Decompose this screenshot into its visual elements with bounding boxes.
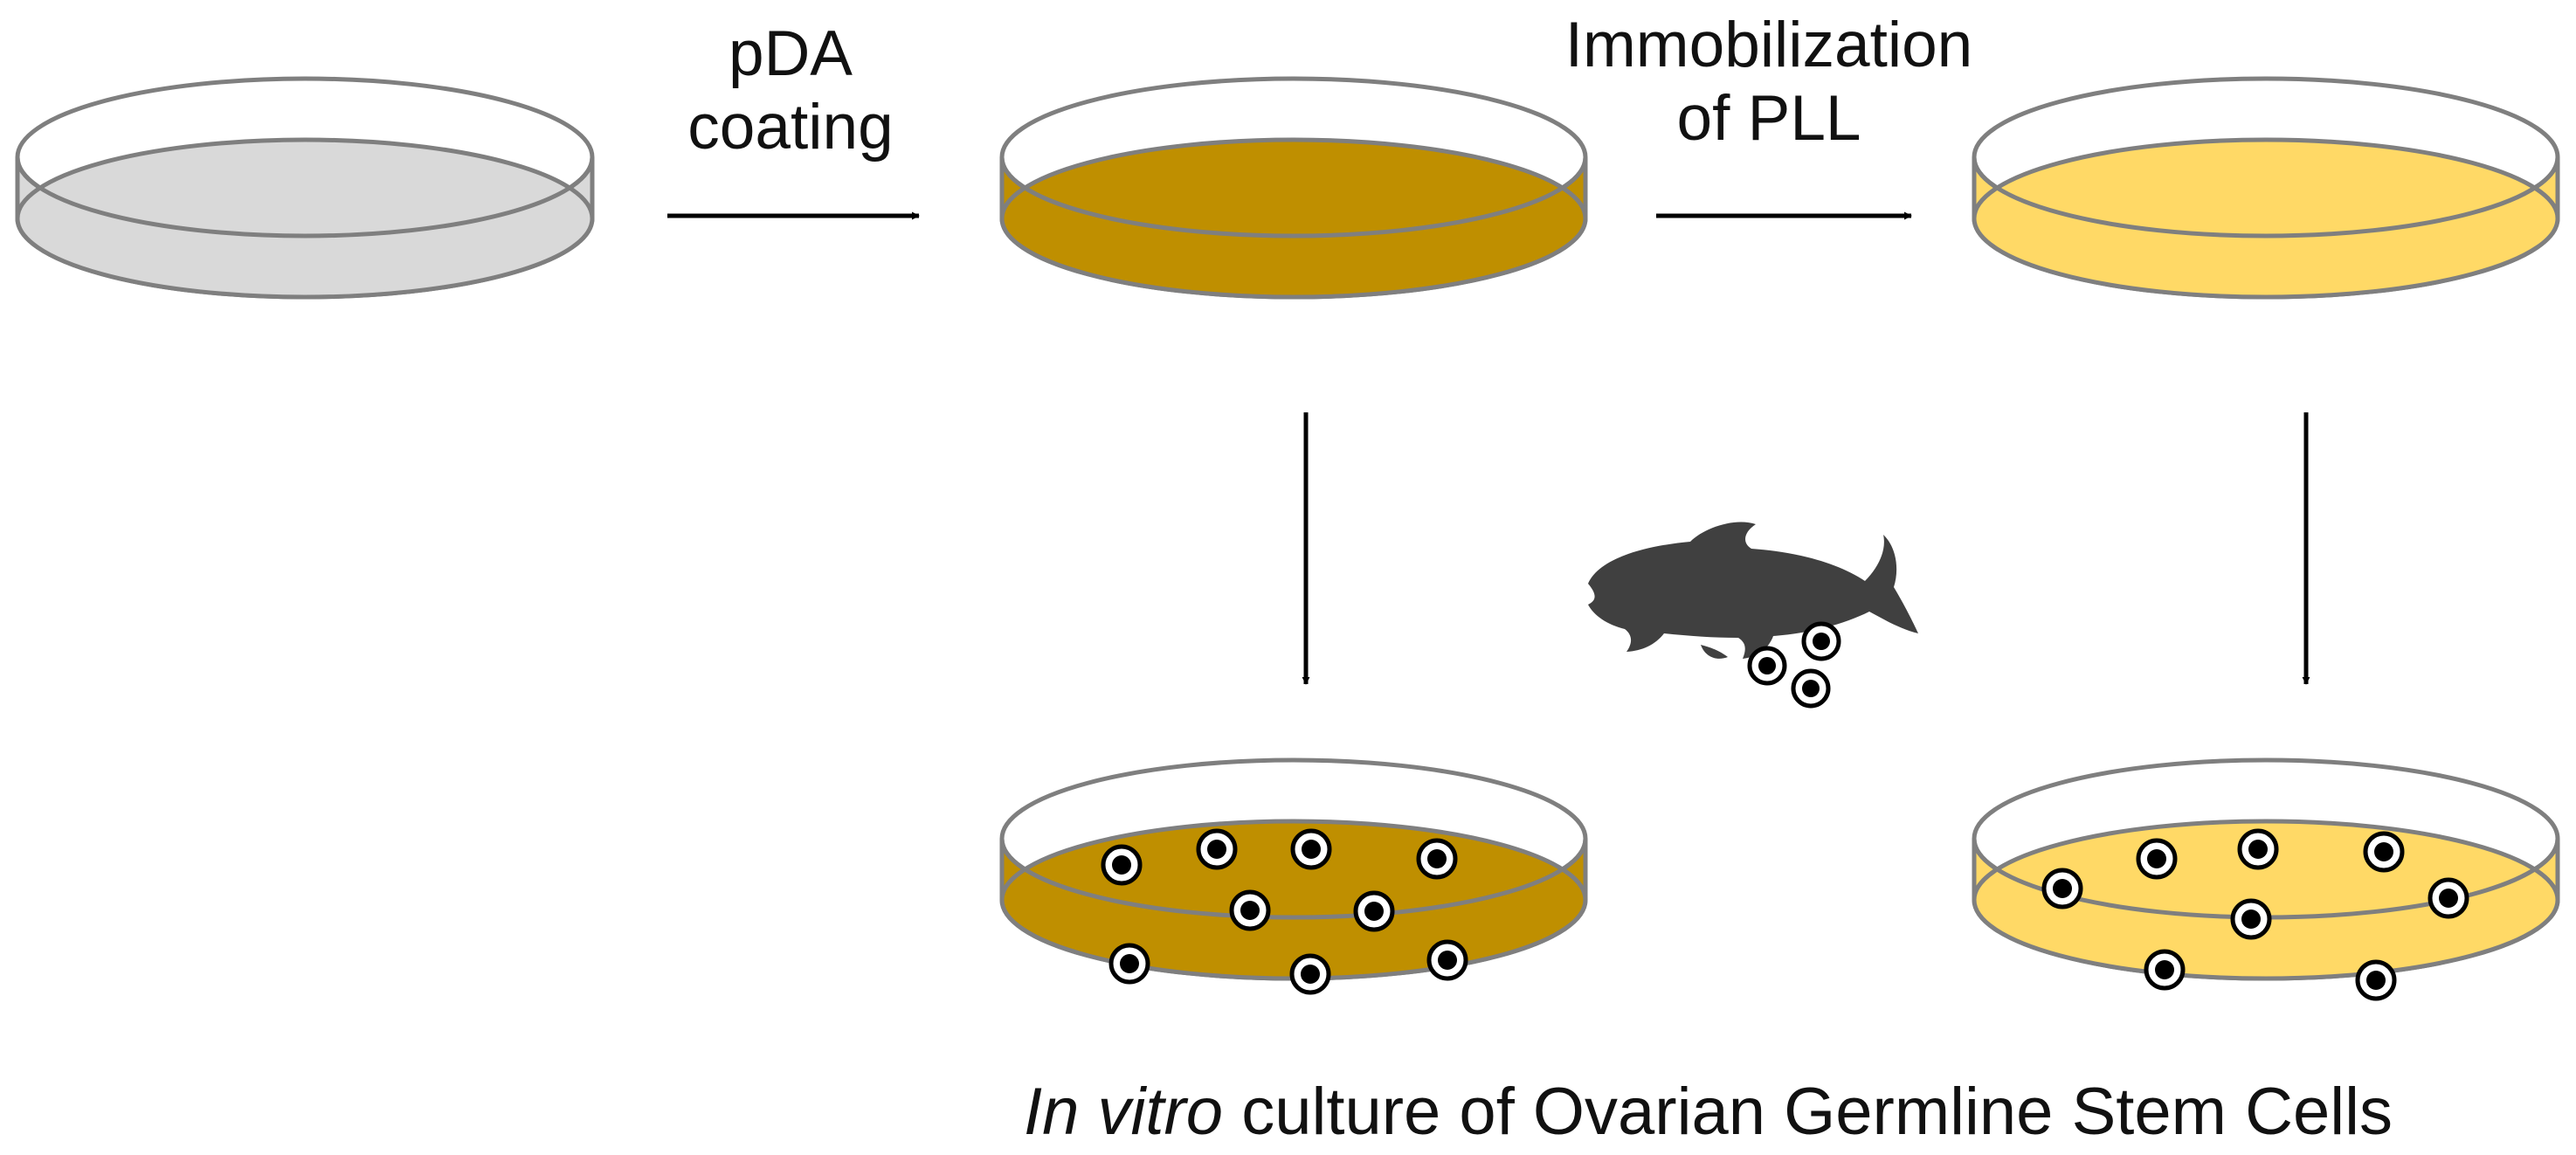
stem-cell [1353,890,1395,932]
petri-dish-pll-immobilized [1972,76,2560,300]
stem-cell [1229,889,1271,931]
caption-rest: culture of Ovarian Germline Stem Cells [1223,1075,2393,1149]
stem-cell [1791,668,1831,709]
label-pda-coating: pDA coating [660,17,922,164]
petri-dish-pll-culture [1972,757,2560,1001]
stem-cell [1416,838,1458,880]
stem-cell [2355,959,2397,1001]
stem-cell [2041,868,2083,909]
stem-cell [1101,844,1143,886]
caption: In vitro culture of Ovarian Germline Ste… [1024,1073,2393,1152]
label-pll-line1: Immobilization [1564,10,1973,80]
stem-cell [1289,953,1331,995]
fish-icon [1588,522,1918,659]
stem-cell [2237,828,2279,870]
stem-cell [1196,828,1238,870]
petri-dish-pda-culture [999,757,1588,995]
stem-cell [1801,621,1841,661]
stem-cell [1108,943,1150,985]
stem-cell [1290,828,1332,870]
stem-cell [2428,877,2469,919]
petri-dish-pda-coated [999,76,1588,300]
stem-cell [1426,939,1468,981]
label-pll-immobilization: Immobilization of PLL [1533,9,2005,156]
label-pda-line2: coating [687,92,894,163]
stem-cell [2363,831,2405,873]
caption-italic: In vitro [1024,1075,1224,1149]
stem-cell [1747,646,1787,686]
stem-cell [2144,949,2186,991]
petri-dish-uncoated [15,76,595,300]
stem-cell-cluster [1747,621,1841,709]
stem-cell [2230,898,2272,940]
stem-cell [2136,838,2178,880]
label-pll-line2: of PLL [1676,83,1861,154]
label-pda-line1: pDA [728,18,853,89]
